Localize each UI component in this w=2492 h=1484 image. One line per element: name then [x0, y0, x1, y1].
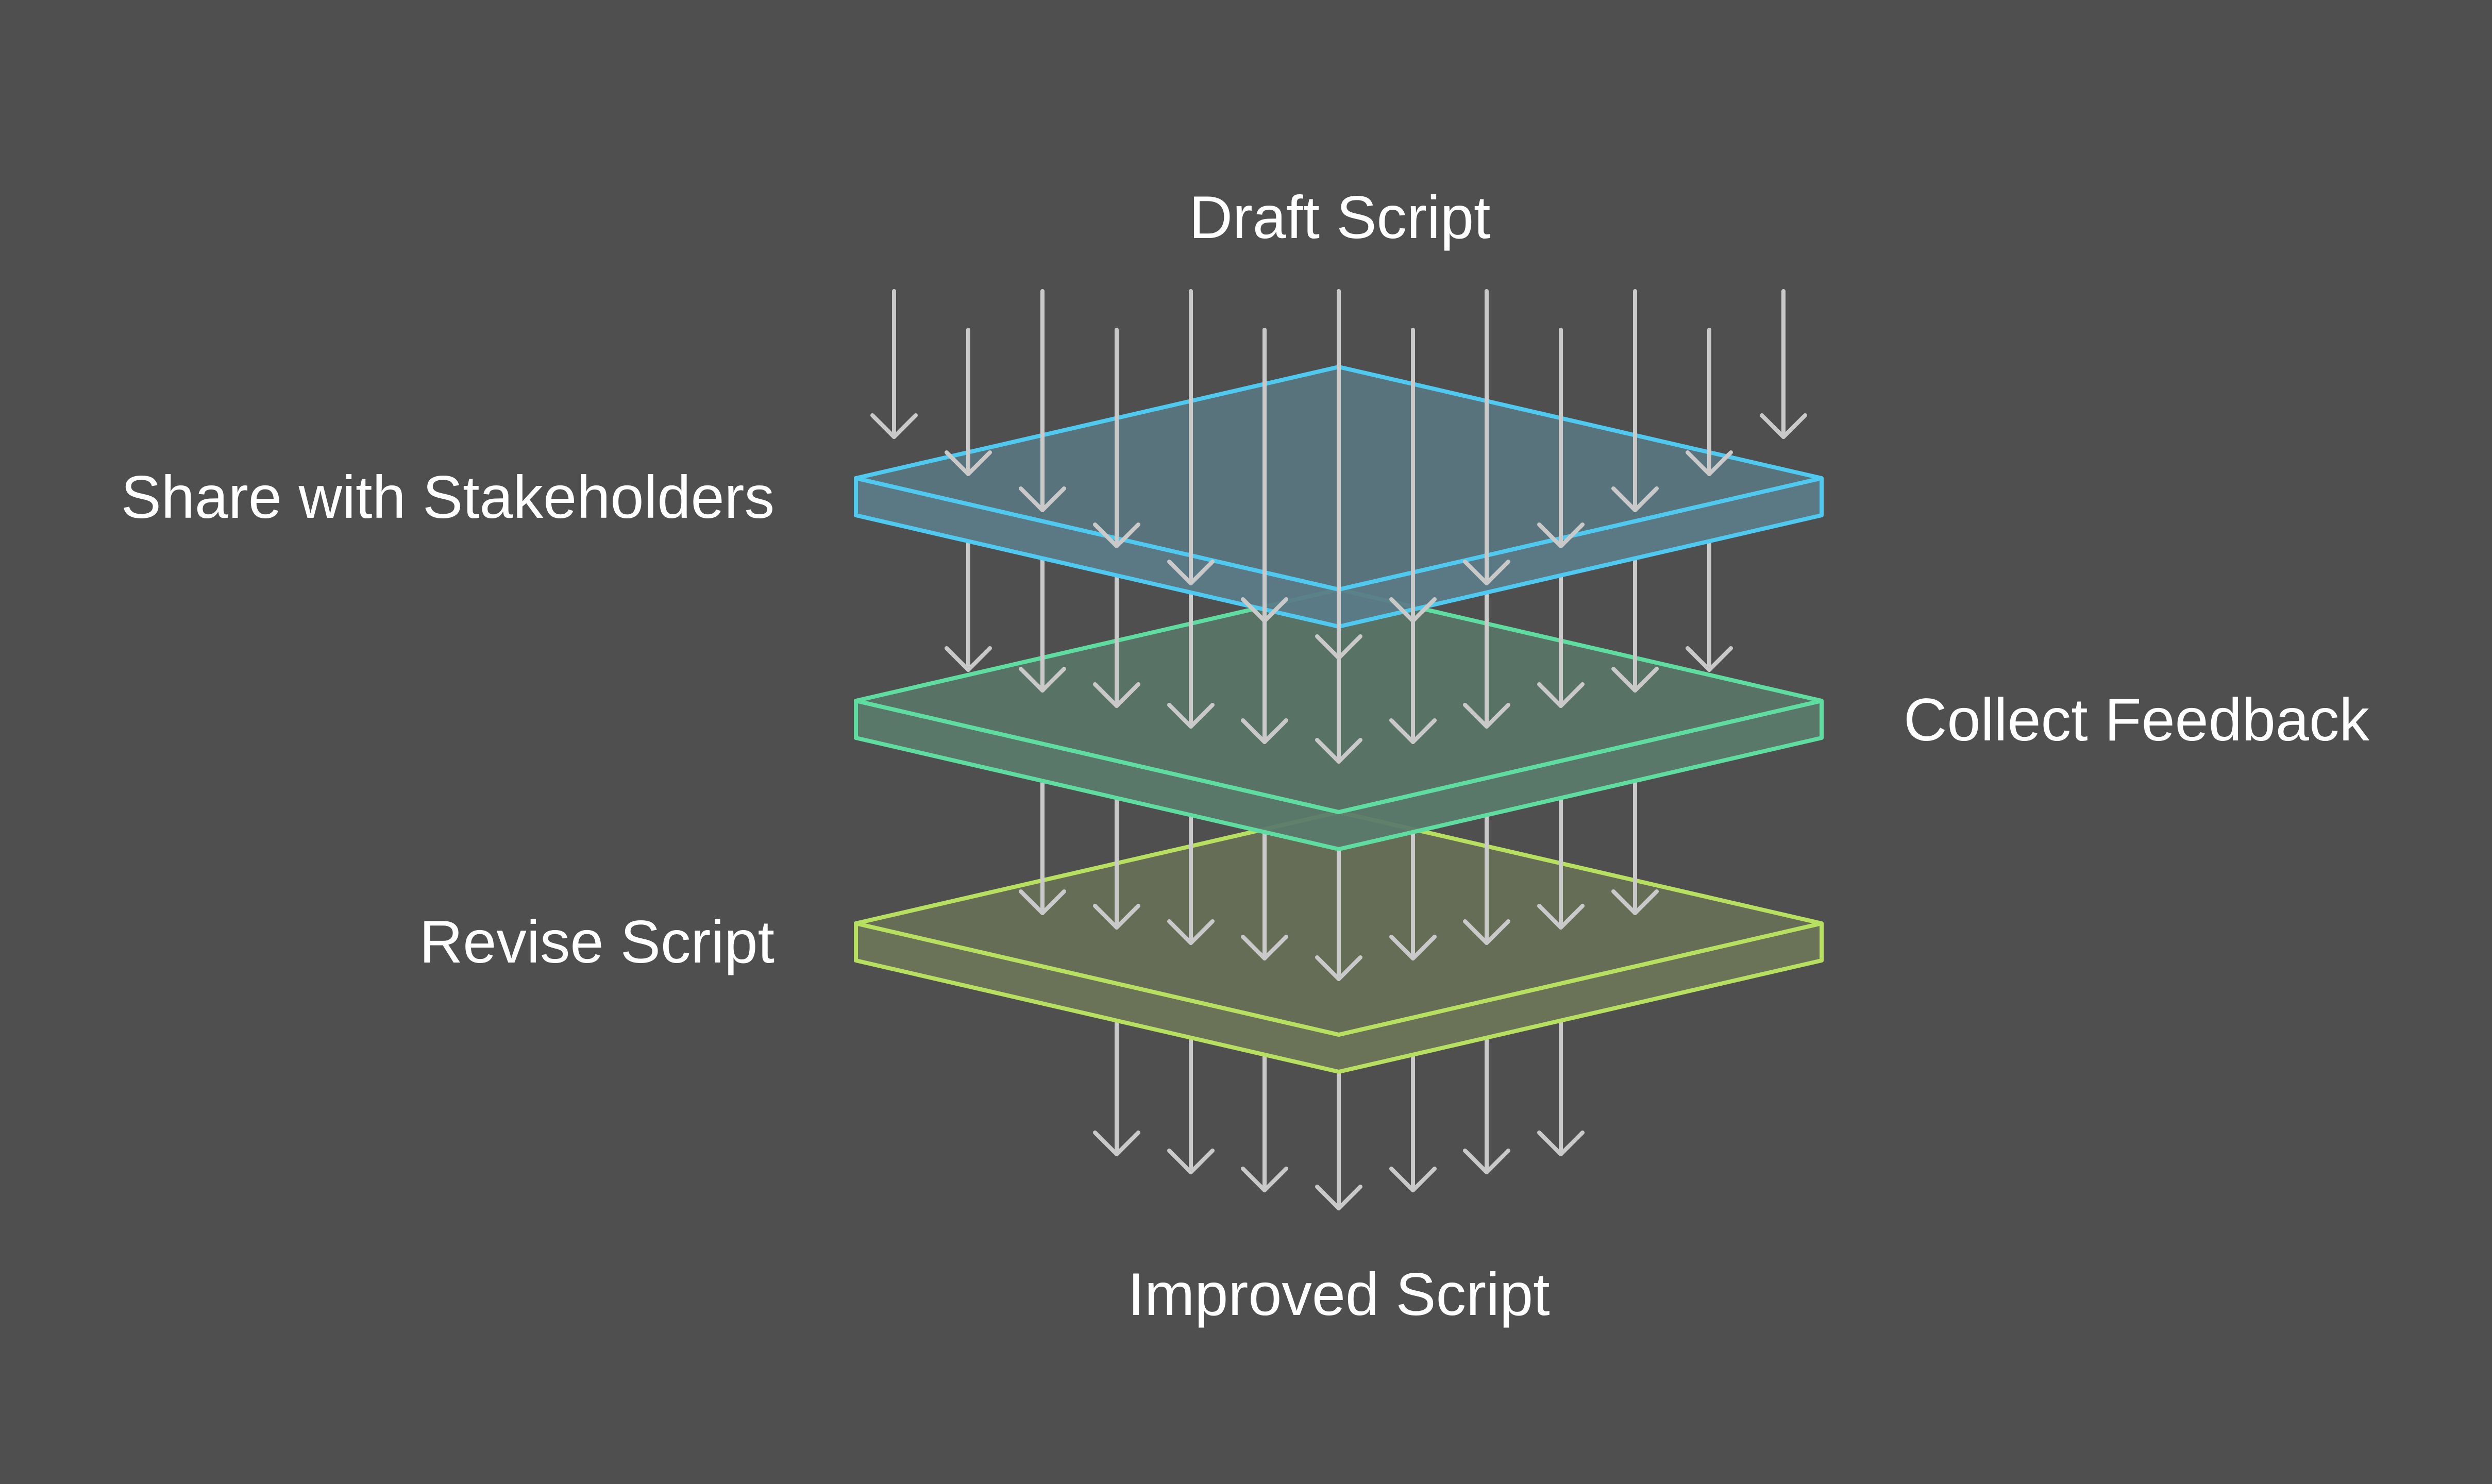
flow-arrow	[1167, 813, 1215, 945]
arrow-row-1	[870, 289, 1807, 660]
flow-arrow	[1315, 847, 1362, 981]
arrow-head	[1315, 738, 1362, 764]
arrow-row-2	[945, 539, 1733, 764]
arrow-head	[1389, 597, 1437, 623]
arrow-head	[1241, 597, 1288, 623]
flow-arrow	[1686, 328, 1733, 476]
arrow-head	[1686, 450, 1733, 476]
arrow-head	[1093, 904, 1140, 930]
arrow-head	[1315, 1185, 1362, 1210]
arrow-head	[1241, 718, 1288, 744]
arrow-head	[1389, 935, 1437, 960]
arrow-head	[1463, 1149, 1510, 1174]
arrow-head	[1019, 889, 1066, 915]
arrow-head	[1093, 682, 1140, 708]
arrow-head	[945, 450, 992, 476]
arrow-head	[1167, 560, 1215, 585]
flow-arrow	[1019, 556, 1066, 693]
share-with-stakeholders-label: Share with Stakeholders	[121, 463, 774, 531]
arrow-head	[1019, 667, 1066, 693]
arrow-head	[1315, 955, 1362, 981]
flow-arrow	[1463, 813, 1510, 945]
flow-arrow	[1537, 1018, 1585, 1156]
arrow-head	[1241, 1167, 1288, 1192]
arrow-head	[1686, 646, 1733, 672]
arrow-head	[1537, 1131, 1585, 1156]
flow-arrow	[1389, 830, 1437, 960]
flow-arrow	[1167, 1035, 1215, 1174]
flow-arrow	[945, 328, 992, 476]
collect-feedback-label: Collect Feedback	[1904, 686, 2369, 753]
flow-arrow	[1093, 1018, 1140, 1156]
arrow-row-4	[1093, 1018, 1585, 1210]
flow-arrow	[1019, 289, 1066, 512]
arrow-head	[1463, 919, 1510, 945]
flow-arrow	[1241, 328, 1288, 623]
arrow-head	[1611, 667, 1659, 693]
flow-arrow	[1389, 328, 1437, 623]
flow-arrow	[1537, 328, 1585, 548]
flow-arrow	[1611, 556, 1659, 693]
flow-arrow	[1463, 590, 1510, 729]
arrow-head	[1537, 904, 1585, 930]
flow-arrow	[1611, 779, 1659, 915]
flow-arrow	[1537, 796, 1585, 930]
arrow-head	[1463, 703, 1510, 729]
arrow-head	[1167, 1149, 1215, 1174]
flow-arrow	[1463, 1035, 1510, 1174]
revise-script-label: Revise Script	[419, 908, 774, 975]
flow-arrow	[1093, 573, 1140, 708]
arrow-head	[1611, 486, 1659, 512]
improved-script-label: Improved Script	[1127, 1260, 1550, 1328]
arrow-head	[1167, 703, 1215, 729]
arrow-head	[1093, 522, 1140, 548]
flow-arrow	[1093, 796, 1140, 930]
arrow-head	[1537, 522, 1585, 548]
flow-arrow	[1686, 539, 1733, 672]
flow-arrow	[945, 539, 992, 672]
flow-arrow	[1241, 830, 1288, 960]
arrow-head	[1389, 718, 1437, 744]
flow-arrow	[1241, 1052, 1288, 1192]
arrow-head	[1611, 889, 1659, 915]
arrow-row-3	[1019, 779, 1659, 981]
arrow-head	[1093, 1131, 1140, 1156]
arrow-head	[1389, 1167, 1437, 1192]
arrow-head	[1315, 634, 1362, 660]
arrow-head	[1019, 486, 1066, 512]
draft-script-label: Draft Script	[1189, 183, 1490, 251]
flow-arrow	[1463, 289, 1510, 585]
arrow-head	[1760, 413, 1807, 439]
flow-arrow	[1315, 289, 1362, 660]
flow-arrow	[1167, 289, 1215, 585]
arrow-head	[1463, 560, 1510, 585]
flow-arrow	[1241, 607, 1288, 744]
flow-arrow	[870, 289, 918, 439]
arrow-head	[870, 413, 918, 439]
arrow-head	[945, 646, 992, 672]
flow-arrow	[1389, 1052, 1437, 1192]
flow-arrow	[1093, 328, 1140, 548]
flow-arrow	[1315, 1070, 1362, 1210]
flow-arrow	[1019, 779, 1066, 915]
arrow-head	[1241, 935, 1288, 960]
flow-arrow	[1760, 289, 1807, 439]
flow-arrow	[1537, 573, 1585, 708]
flow-arrow	[1167, 590, 1215, 729]
layers-group	[854, 289, 1824, 1210]
arrow-head	[1167, 919, 1215, 945]
arrow-head	[1537, 682, 1585, 708]
flow-arrow	[1389, 607, 1437, 744]
flow-arrow	[1611, 289, 1659, 512]
